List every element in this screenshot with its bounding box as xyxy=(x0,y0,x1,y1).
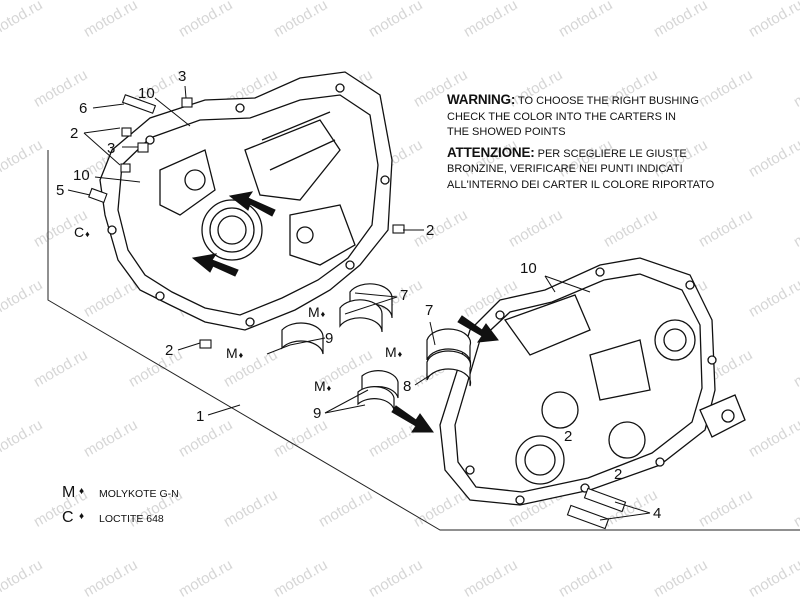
attenzione-line-2: BRONZINE, VERIFICARE NEI PUNTI INDICATI xyxy=(447,163,683,175)
lube-mark-m-2: M♦ xyxy=(226,345,244,361)
dowel-pin-4-b xyxy=(566,504,610,530)
drop-icon: ♦ xyxy=(238,350,244,360)
warning-note: WARNING: TO CHOOSE THE RIGHT BUSHING CHE… xyxy=(447,92,797,193)
bushing-2-b xyxy=(120,163,131,173)
bushing-2-a xyxy=(121,127,132,137)
lube-mark-c: C♦ xyxy=(74,224,90,240)
warning-label: WARNING: xyxy=(447,92,516,107)
callout-7-b: 7 xyxy=(425,302,434,319)
callout-2-bottom: 2 xyxy=(165,342,174,359)
callout-2-left: 2 xyxy=(70,125,79,142)
warning-line-1: TO CHOOSE THE RIGHT BUSHING xyxy=(518,95,699,107)
arrow-1 xyxy=(228,191,276,217)
arrow-3 xyxy=(457,315,499,343)
warning-line-3: THE SHOWED POINTS xyxy=(447,126,566,138)
drop-icon: ♦ xyxy=(79,511,85,522)
drop-icon: ♦ xyxy=(85,229,90,239)
bushing-2-d xyxy=(199,339,212,349)
callout-2-right: 2 xyxy=(426,222,435,239)
callout-5: 5 xyxy=(56,182,65,199)
arrow-4 xyxy=(391,405,434,433)
attenzione-label: ATTENZIONE: xyxy=(447,144,535,160)
drop-icon: ♦ xyxy=(326,383,332,393)
attenzione-line-3: ALL'INTERNO DEI CARTER IL COLORE RIPORTA… xyxy=(447,178,715,191)
callout-9-b: 9 xyxy=(313,405,322,422)
dowel-pin-4-a xyxy=(583,487,627,513)
small-parts xyxy=(88,94,627,530)
drop-icon: ♦ xyxy=(320,309,326,319)
callout-10-right: 10 xyxy=(520,260,537,277)
callout-10-left: 10 xyxy=(73,167,90,184)
bearing-shells xyxy=(281,283,472,411)
callout-8: 8 xyxy=(403,378,412,395)
legend-text: LOCTITE 648 xyxy=(99,513,164,525)
arrow-2 xyxy=(191,253,239,277)
lube-mark-m-3: M♦ xyxy=(385,344,403,360)
callout-2-case-a: 2 xyxy=(564,428,573,445)
callout-1: 1 xyxy=(196,408,205,425)
callout-3-top: 3 xyxy=(178,68,187,85)
bushing-2-c xyxy=(392,224,405,234)
attenzione-line-1: PER SCEGLIERE LE GIUSTE xyxy=(537,147,687,160)
dowel-pin-5 xyxy=(88,187,108,204)
legend-symbol: M xyxy=(62,484,76,501)
callout-6: 6 xyxy=(79,100,88,117)
callout-2-case-b: 2 xyxy=(614,466,623,483)
assembly-frame xyxy=(47,150,800,531)
dowel-pin-6 xyxy=(121,94,157,114)
right-crankcase-half xyxy=(439,257,746,506)
bushing-3-top xyxy=(181,97,193,108)
leader-lines xyxy=(67,85,651,521)
warning-line-2: CHECK THE COLOR INTO THE CARTERS IN xyxy=(447,110,677,123)
legend-symbol: C xyxy=(62,509,74,526)
callout-7-a: 7 xyxy=(400,287,409,304)
drop-icon: ♦ xyxy=(397,349,403,359)
indicator-arrows xyxy=(191,191,499,433)
legend-text: MOLYKOTE G-N xyxy=(99,488,179,500)
callout-4: 4 xyxy=(653,505,662,522)
shell-8 xyxy=(426,350,472,387)
lube-mark-m-4: M♦ xyxy=(314,378,332,394)
callout-3-mid: 3 xyxy=(107,140,116,157)
shell-9c xyxy=(357,386,395,411)
drop-icon: ♦ xyxy=(79,486,85,497)
bushing-3-mid xyxy=(137,142,149,153)
shell-7b xyxy=(339,299,383,333)
callout-9-a: 9 xyxy=(325,330,334,347)
shell-9a xyxy=(281,322,324,355)
callout-10-top: 10 xyxy=(138,85,155,102)
lube-mark-m-1: M♦ xyxy=(308,304,326,320)
